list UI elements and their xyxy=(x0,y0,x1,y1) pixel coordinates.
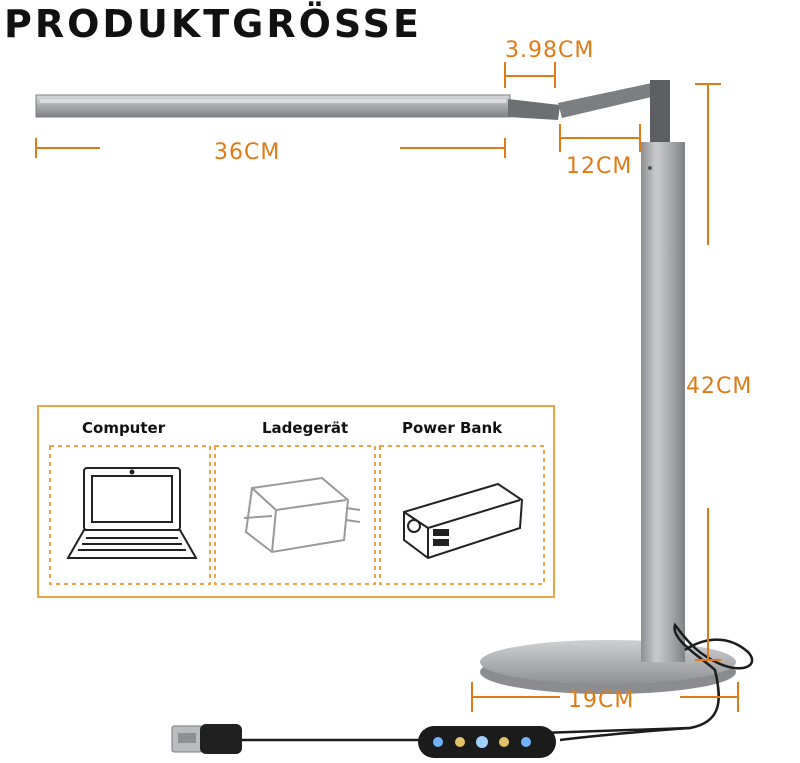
source-label-power-bank: Power Bank xyxy=(402,419,503,437)
lamp-arm xyxy=(35,94,511,118)
lamp-base xyxy=(480,640,736,694)
dimmer-switch xyxy=(418,726,556,758)
dimension-head-joint: 3.98CM xyxy=(505,38,595,63)
power-cable xyxy=(238,622,754,742)
dimension-elbow: 12CM xyxy=(566,154,633,179)
usb-plug xyxy=(171,724,242,754)
power-bank-icon xyxy=(403,482,524,560)
lamp-joint xyxy=(508,80,670,146)
lamp-pole xyxy=(641,142,685,668)
laptop-icon xyxy=(66,467,198,559)
wall-charger-icon xyxy=(243,476,361,554)
source-label-computer: Computer xyxy=(82,419,166,437)
power-sources-panel xyxy=(37,405,555,598)
page-title: PRODUKTGRÖSSE xyxy=(4,2,422,46)
dimension-arm-length: 36CM xyxy=(214,140,281,165)
dimension-base: 19CM xyxy=(568,688,635,713)
dimension-lines xyxy=(35,62,739,712)
dimension-height: 42CM xyxy=(686,374,753,399)
source-label-charger: Ladegerät xyxy=(262,419,349,437)
